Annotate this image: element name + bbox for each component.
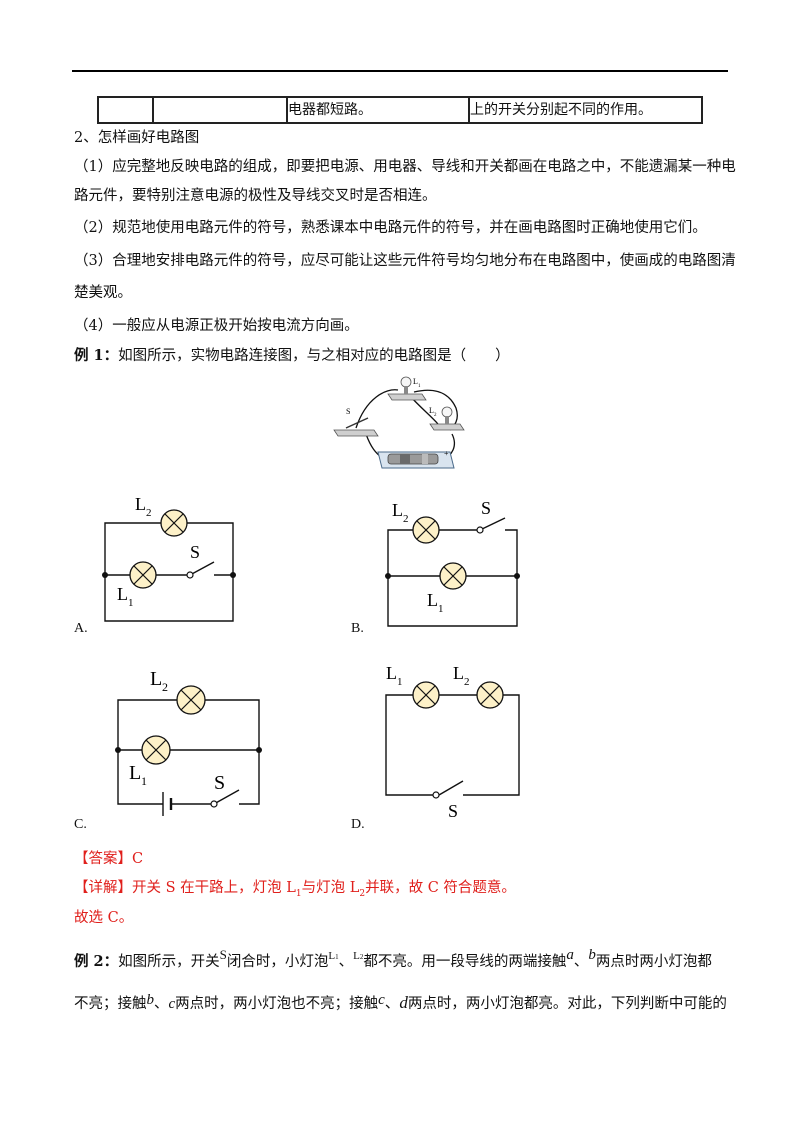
point-b: b [146, 992, 155, 1008]
lamp-l1 [141, 735, 171, 765]
label-l2-sub: 2 [162, 680, 168, 694]
label-l1: L [427, 590, 438, 610]
answer-line: 【答案】C [74, 849, 143, 869]
example-2-line-1: 例 2：如图所示，开关S闭合时，小灯泡L1、L2都不亮。用一段导线的两端接触a、… [74, 947, 712, 976]
option-a-label: A. [74, 621, 88, 636]
separator: 、 [338, 954, 354, 970]
photo-label-s: S [346, 407, 350, 416]
label-l2-sub: 2 [464, 676, 470, 688]
answer-value: C [132, 851, 144, 867]
explanation-sub: 1 [295, 888, 302, 899]
paragraph: （2）规范地使用电路元件的符号，熟悉课本中电路元件的符号，并在画电路图时正确地使… [74, 220, 707, 236]
explanation-label: 【详解】 [74, 880, 132, 896]
paragraph: （4）一般应从电源正极开始按电流方向画。 [74, 318, 359, 334]
label-l1-sub: 1 [397, 676, 403, 688]
lamp-l2 [476, 681, 504, 709]
example-label: 例 2： [74, 953, 119, 970]
lamp-l2 [412, 516, 440, 544]
example-2-text: 不亮；接触 [74, 996, 147, 1012]
separator: 、 [154, 996, 169, 1012]
lamp-symbol: L [328, 950, 336, 962]
label-s: S [481, 498, 491, 518]
option-c-label: C. [74, 817, 87, 832]
lamp-l1 [439, 562, 467, 590]
lamp-l1 [129, 561, 157, 589]
physical-circuit-photo: L 1 L 2 S + [333, 376, 465, 469]
photo-label-l2: L [429, 406, 434, 415]
explanation-text: 开关 S 在干路上，灯泡 L [132, 880, 296, 896]
switch-symbol: S [219, 947, 227, 962]
point-c: c [168, 996, 176, 1012]
table-cell: 上的开关分别起不同的作用。 [470, 102, 652, 118]
label-l1: L [117, 584, 128, 604]
option-b-label: B. [351, 621, 364, 636]
example-1-question: 例 1：如图所示，实物电路连接图，与之相对应的电路图是（ ） [74, 346, 510, 366]
example-2-text: 都不亮。用一段导线的两端接触 [363, 954, 567, 970]
separator: 、 [384, 996, 400, 1012]
explanation-text: 与灯泡 L [301, 880, 360, 896]
table-divider [286, 98, 288, 122]
paragraph: 楚美观。 [74, 285, 132, 301]
example-2-text: 闭合时，小灯泡 [226, 954, 329, 970]
photo-label-l2-sub: 2 [434, 413, 437, 418]
example-2-line-2: 不亮；接触b、c两点时，两小灯泡也不亮；接触c、d两点时，两小灯泡都亮。对此，下… [74, 991, 727, 1016]
paragraph: 路元件，要特别注意电源的极性及导线交叉时是否相连。 [74, 188, 437, 204]
label-s: S [190, 542, 200, 562]
point-c: c [378, 992, 385, 1008]
explanation-line: 【详解】开关 S 在干路上，灯泡 L1与灯泡 L2并联，故 C 符合题意。 [74, 878, 516, 904]
label-l2: L [392, 500, 403, 520]
example-label: 例 1： [74, 347, 119, 364]
circuit-diagram-d: L 1 L 2 S [385, 663, 520, 820]
example-2-text: 两点时，两小灯泡也不亮；接触 [175, 996, 379, 1012]
answer-label: 【答案】 [74, 851, 132, 867]
point-b: b [588, 947, 596, 963]
label-l1-sub: 1 [438, 603, 444, 615]
conclusion-line: 故选 C。 [74, 910, 134, 926]
photo-label-plus: + [444, 449, 449, 458]
point-a: a [566, 947, 574, 963]
photo-label-l1-sub: 1 [418, 384, 421, 389]
circuit-diagram-c: L 2 L 1 S [115, 668, 262, 816]
label-l2: L [135, 494, 146, 514]
label-s: S [214, 772, 225, 794]
lamp-l2 [176, 685, 206, 715]
lamp-l1 [412, 681, 440, 709]
label-l2: L [453, 663, 464, 683]
label-l2-sub: 2 [403, 513, 409, 525]
separator: 、 [573, 954, 589, 970]
example-2-text: 两点时两小灯泡都 [595, 954, 712, 970]
paragraph: （3）合理地安排电路元件的符号，应尽可能让这些元件符号均匀地分布在电路图中，使画… [74, 253, 736, 269]
lamp-l2 [160, 509, 188, 537]
example-2-text: 两点时，两小灯泡都亮。对此，下列判断中可能的 [407, 996, 727, 1012]
circuit-diagram-b: L 2 L 1 S [385, 498, 520, 627]
table-row: 电器都短路。 上的开关分别起不同的作用。 [97, 96, 703, 124]
circuit-diagram-a: L 2 L 1 S [102, 494, 236, 622]
label-l1: L [129, 762, 141, 784]
option-d-label: D. [351, 817, 365, 832]
label-l1-sub: 1 [128, 597, 134, 609]
question-text: 如图所示，实物电路连接图，与之相对应的电路图是（ ） [118, 348, 510, 364]
label-l2: L [150, 668, 162, 690]
photo-label-l1: L [413, 377, 418, 386]
label-l1: L [386, 663, 397, 683]
explanation-sub: 2 [359, 888, 366, 899]
section-heading: 2、怎样画好电路图 [74, 130, 200, 146]
label-l2-sub: 2 [146, 507, 152, 519]
lamp-symbol: L [353, 950, 360, 962]
example-2-text: 如图所示，开关 [118, 954, 220, 970]
lamp-symbol-sub: 2 [359, 953, 364, 961]
explanation-text: 并联，故 C 符合题意。 [365, 880, 516, 896]
table-cell: 电器都短路。 [288, 102, 372, 118]
lamp-symbol-sub: 1 [335, 953, 339, 961]
label-l1-sub: 1 [141, 774, 147, 788]
header-rule [72, 70, 728, 72]
label-s: S [448, 801, 458, 820]
point-d: d [399, 993, 408, 1012]
table-divider [152, 98, 154, 122]
table-divider [468, 98, 470, 122]
paragraph: （1）应完整地反映电路的组成，即要把电源、用电器、导线和开关都画在电路之中，不能… [74, 159, 736, 175]
